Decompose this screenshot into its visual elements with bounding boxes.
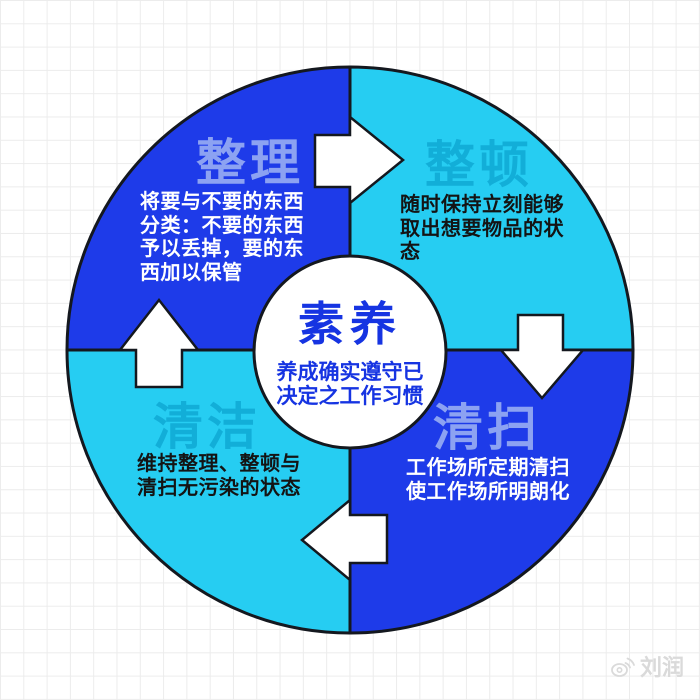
text-line: 将要与不要的东西	[140, 189, 304, 213]
text-line: 维持整理、整顿与	[137, 451, 301, 475]
text-line: 养成确实遵守已	[276, 360, 424, 384]
text-line: 决定之工作习惯	[276, 384, 424, 408]
quadrant-description-seiso: 工作场所定期清扫 使工作场所明朗化	[406, 455, 570, 503]
center-circle-shape	[252, 254, 448, 450]
text-line: 工作场所定期清扫	[406, 455, 570, 479]
center-description: 养成确实遵守已 决定之工作习惯	[277, 360, 424, 408]
watermark: 刘润	[610, 650, 684, 682]
quadrant-description-seiton: 随时保持立刻能够 取出想要物品的状 态	[400, 192, 564, 264]
text-line: 态	[400, 239, 421, 263]
arrow-left-icon	[300, 497, 389, 583]
quadrant-seiton-shape	[348, 65, 635, 352]
text-line: 分类：不要的东西	[140, 212, 304, 237]
arrow-up-icon	[117, 297, 201, 389]
quadrant-description-seiri: 将要与不要的东西 分类：不要的东西 予以丢掉，要的东 西加以保管	[140, 189, 304, 284]
quadrant-seiso-shape	[348, 348, 635, 635]
arrow-right-icon	[313, 114, 405, 206]
text-line: 随时保持立刻能够	[400, 192, 564, 216]
text-line: 西加以保管	[140, 259, 243, 284]
arrow-down-icon	[498, 313, 586, 400]
text-line: 清扫无污染的状态	[137, 474, 301, 499]
quadrant-title-seiri: 整理	[196, 134, 304, 192]
weibo-icon	[611, 657, 635, 677]
text-line: 予以丢掉，要的东	[140, 236, 304, 260]
center-title: 素养	[298, 297, 402, 351]
quadrant-seiri-shape	[65, 65, 352, 352]
quadrant-description-seiketsu: 维持整理、整顿与 清扫无污染的状态	[137, 451, 301, 499]
watermark-text: 刘润	[639, 656, 684, 681]
quadrant-seiketsu-shape	[65, 348, 352, 635]
quadrant-title-seiketsu: 清洁	[153, 398, 261, 456]
quadrant-title-seiso: 清扫	[433, 399, 541, 457]
quadrant-title-seiton: 整顿	[425, 136, 533, 194]
text-line: 取出想要物品的状	[400, 215, 564, 240]
text-line: 使工作场所明朗化	[406, 478, 570, 503]
